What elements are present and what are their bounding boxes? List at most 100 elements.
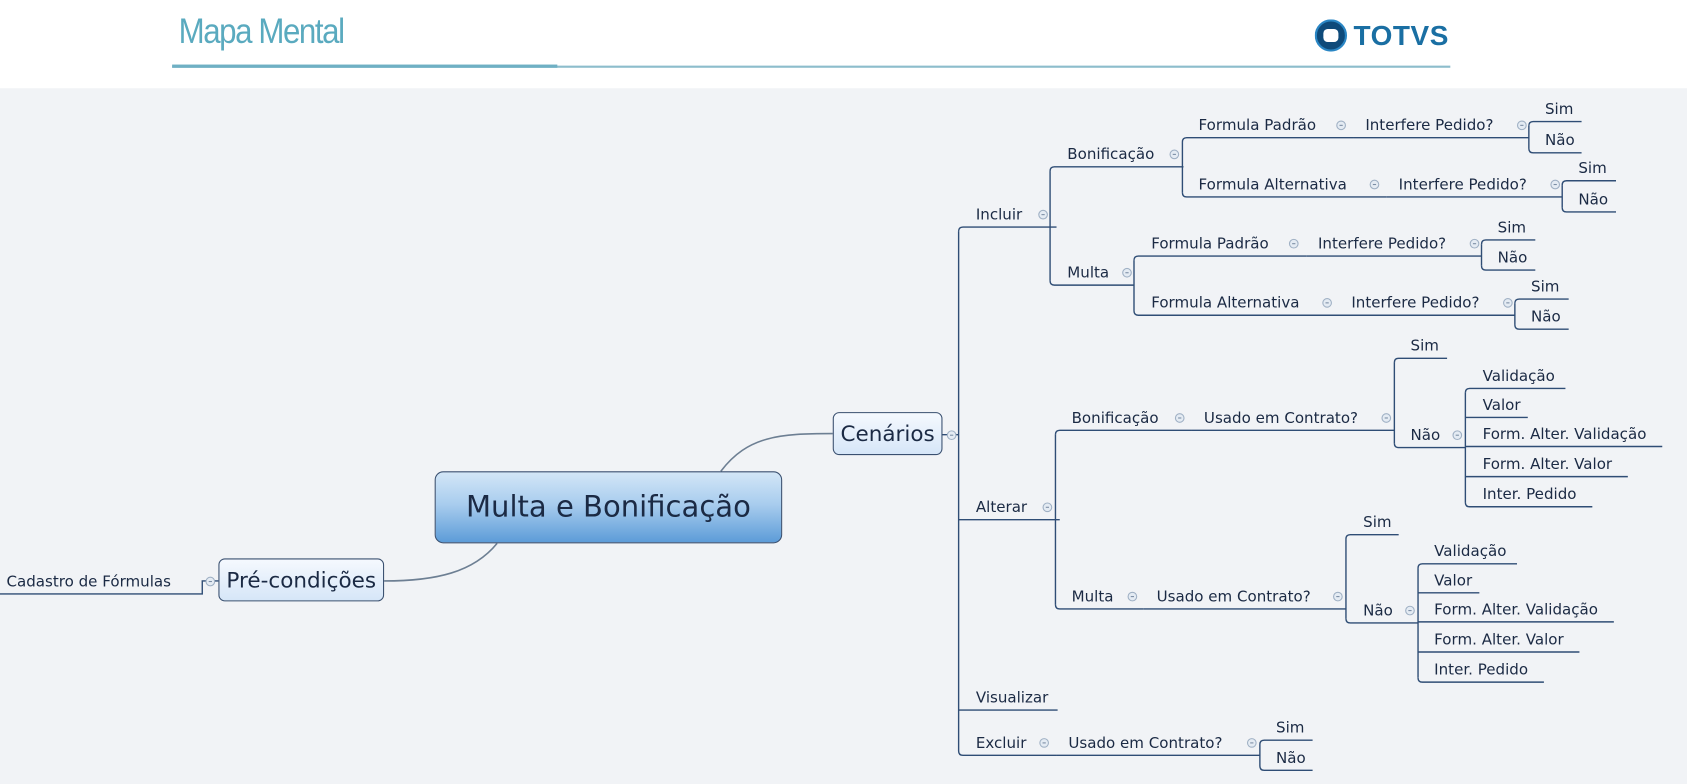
branch-line [1259,739,1313,745]
branch-line [1561,207,1617,213]
topic-inc-mul-fa-ip[interactable]: Interfere Pedido? [1351,294,1480,313]
collapse-icon[interactable] [1288,238,1299,249]
topic-alt-mul-ip[interactable]: Inter. Pedido [1434,661,1529,679]
topic-inc-bon-fa-ip[interactable]: Interfere Pedido? [1398,176,1527,194]
topic-inc-mul-fp-ip[interactable]: Interfere Pedido? [1317,235,1447,253]
topic-alt-mul-val[interactable]: Validação [1434,543,1507,561]
branch-line [957,750,1057,756]
collapse-icon[interactable] [1042,502,1053,513]
topic-alt-bon-sim[interactable]: Sim [1410,337,1439,356]
topic-inc-mul-fa-nao[interactable]: Não [1531,308,1561,326]
header: Mapa Mental TOTVS [0,0,1687,89]
central-topic[interactable]: Multa e Bonificação [434,471,783,544]
topic-alt-mul[interactable]: Multa [1071,588,1114,606]
branch-line [1049,166,1184,172]
totvs-logo: TOTVS [1314,18,1449,52]
collapse-icon[interactable] [1336,120,1346,131]
topic-alt-bon-favalor[interactable]: Form. Alter. Valor [1482,456,1613,474]
branch-line [1528,120,1582,126]
branch-line [1417,677,1544,683]
branch-line [1528,148,1582,154]
branch-line [1133,255,1307,261]
collapse-icon[interactable] [1333,591,1343,602]
topic-inc-bon-fa-nao[interactable]: Não [1578,191,1609,209]
topic-inc-mul[interactable]: Multa [1067,264,1110,282]
topic-inc-mul-fp-nao[interactable]: Não [1497,249,1528,267]
topic-alt-mul-uc[interactable]: Usado em Contrato? [1156,588,1311,606]
branch-line [1049,280,1134,286]
header-divider-accent [172,64,558,68]
collapse-icon[interactable] [1174,413,1185,423]
connector-central-cenarios [720,432,833,472]
branch-line [1259,766,1313,772]
page-title: Mapa Mental [178,10,345,51]
topic-alt-mul-fav[interactable]: Form. Alter. Validação [1434,601,1598,619]
topic-alt-bon-fav[interactable]: Form. Alter. Validação [1482,426,1647,444]
branch-line [1345,534,1399,540]
topic-exc-nao[interactable]: Não [1276,749,1306,768]
topic-exc-uc[interactable]: Usado em Contrato? [1068,734,1223,753]
topic-precondicoes[interactable]: Pré-condições [218,558,385,602]
topic-alt-bon-ip[interactable]: Inter. Pedido [1482,486,1577,504]
topic-alt-bon[interactable]: Bonificação [1071,409,1159,428]
collapse-icon[interactable] [1550,179,1561,190]
topic-cadastro-de-formulas[interactable]: Cadastro de Fórmulas [6,573,171,591]
collapse-icon[interactable] [1381,413,1392,423]
branch-line [1417,563,1518,569]
topic-alterar[interactable]: Alterar [975,499,1028,517]
branch-line [1464,387,1566,393]
collapse-icon[interactable] [1122,267,1132,278]
topic-exc-sim[interactable]: Sim [1276,719,1305,737]
branch-line [1054,604,1144,610]
topic-alt-mul-nao[interactable]: Não [1363,602,1393,620]
branch-line [1480,265,1536,271]
topic-excluir[interactable]: Excluir [975,734,1027,753]
topic-inc-mul-fp[interactable]: Formula Padrão [1151,235,1269,253]
branch-line [1561,180,1617,186]
branch-line [1393,357,1448,363]
collapse-icon[interactable] [946,430,957,441]
topic-incluir[interactable]: Incluir [975,206,1023,224]
collapse-icon[interactable] [1127,591,1138,602]
collapse-icon[interactable] [1469,238,1480,249]
branch-line [1181,137,1354,143]
collapse-icon[interactable] [1369,179,1380,190]
topic-inc-bon-fp-sim[interactable]: Sim [1544,101,1574,119]
branch-line [957,226,1057,232]
collapse-icon[interactable] [1322,298,1332,308]
topic-inc-bon-fa-sim[interactable]: Sim [1578,160,1607,178]
topic-alt-bon-val[interactable]: Validação [1482,367,1555,386]
collapse-icon[interactable] [1405,605,1415,616]
topic-inc-bon-fa[interactable]: Formula Alternativa [1198,176,1347,194]
topic-alt-mul-sim[interactable]: Sim [1363,514,1392,532]
collapse-icon[interactable] [1246,738,1257,748]
topic-inc-bon-fp-nao[interactable]: Não [1544,132,1575,150]
logo-text: TOTVS [1353,18,1449,52]
topic-inc-bon-fp-ip[interactable]: Interfere Pedido? [1365,117,1494,135]
totvs-logo-icon [1314,19,1348,52]
topic-alt-bon-uc[interactable]: Usado em Contrato? [1203,409,1359,428]
topic-inc-mul-fa[interactable]: Formula Alternativa [1151,294,1300,313]
header-divider [172,65,1451,68]
topic-inc-bon[interactable]: Bonificação [1067,146,1155,164]
topic-alt-bon-nao[interactable]: Não [1410,427,1441,445]
topic-inc-mul-fa-sim[interactable]: Sim [1531,278,1560,296]
topic-inc-mul-fp-sim[interactable]: Sim [1497,219,1527,237]
collapse-icon[interactable] [1169,149,1180,160]
branch-line [1464,502,1593,508]
collapse-icon[interactable] [1039,738,1050,748]
collapse-icon[interactable] [205,576,216,587]
topic-alt-mul-favalor[interactable]: Form. Alter. Valor [1434,631,1564,649]
topic-alt-bon-valor[interactable]: Valor [1482,397,1521,415]
topic-inc-bon-fp[interactable]: Formula Padrão [1198,117,1317,135]
connector-central-precondicoes [384,542,498,582]
topic-visualizar[interactable]: Visualizar [975,689,1049,707]
collapse-icon[interactable] [1038,209,1048,220]
collapse-icon[interactable] [1517,120,1527,131]
topic-alt-mul-valor[interactable]: Valor [1434,572,1473,590]
topic-cenarios[interactable]: Cenários [832,412,943,456]
collapse-icon[interactable] [1503,298,1513,308]
collapse-icon[interactable] [1452,430,1463,441]
